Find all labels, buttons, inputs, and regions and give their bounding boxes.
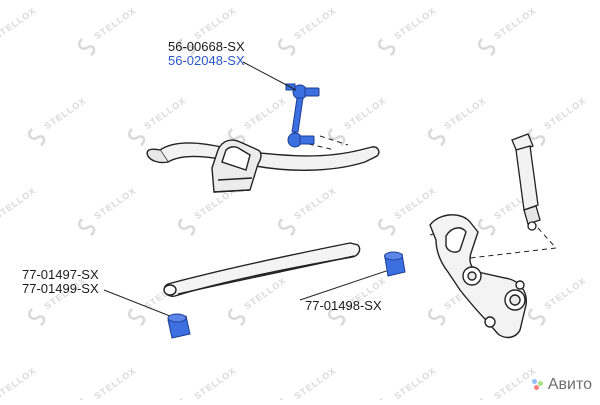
watermark-stamp: STELLOX <box>428 95 488 147</box>
watermark-layer: STELLOX STELLOX STELLOX STELLOX STELLOX STELL… <box>0 5 588 405</box>
bushing-front <box>167 313 191 339</box>
watermark-stamp: STELLOX <box>228 275 288 327</box>
watermark-stamp: STELLOX <box>528 95 588 147</box>
watermark-stamp: STELLOX <box>178 365 238 405</box>
svg-text:STELLOX: STELLOX <box>243 275 288 311</box>
svg-text:STELLOX: STELLOX <box>43 95 88 131</box>
svg-text:STELLOX: STELLOX <box>0 365 38 400</box>
svg-text:STELLOX: STELLOX <box>93 5 138 41</box>
watermark-stamp: STELLOX <box>328 95 388 147</box>
svg-text:STELLOX: STELLOX <box>393 185 438 221</box>
watermark-stamp: STELLOX <box>528 275 588 327</box>
watermark-stamp: STELLOX <box>228 95 288 147</box>
stabilizer-bar <box>146 139 380 193</box>
stabilizer-hidden-line <box>299 135 349 151</box>
svg-text:STELLOX: STELLOX <box>143 95 188 131</box>
brand-logo-icon <box>531 379 544 391</box>
watermark-stamp: STELLOX <box>478 5 538 57</box>
footer-brand: Авито <box>531 376 592 394</box>
part-number-rear-bushing: 77-01498-SX <box>305 298 382 313</box>
footer-brand-text: Авито <box>547 376 592 393</box>
watermark-stamp: STELLOX <box>0 185 38 221</box>
watermark-stamp: STELLOX <box>128 95 188 147</box>
svg-text:STELLOX: STELLOX <box>543 95 588 131</box>
shock-absorber <box>511 133 541 231</box>
svg-text:STELLOX: STELLOX <box>493 5 538 41</box>
svg-text:STELLOX: STELLOX <box>193 5 238 41</box>
svg-text:STELLOX: STELLOX <box>243 95 288 131</box>
watermark-stamp: STELLOX <box>78 185 138 237</box>
svg-text:STELLOX: STELLOX <box>293 185 338 221</box>
svg-text:STELLOX: STELLOX <box>393 365 438 400</box>
svg-text:STELLOX: STELLOX <box>93 365 138 400</box>
watermark-stamp: STELLOX <box>28 95 88 147</box>
watermark-stamp: STELLOX <box>0 5 38 41</box>
svg-text:STELLOX: STELLOX <box>93 185 138 221</box>
svg-text:STELLOX: STELLOX <box>443 95 488 131</box>
leader-lines <box>103 61 396 319</box>
spring-hanger-bracket <box>429 214 527 339</box>
part-number-stabilizer-link: 56-00668-SX <box>168 39 245 54</box>
watermark-stamp: STELLOX <box>78 365 138 405</box>
leaf-spring <box>163 242 361 297</box>
svg-text:STELLOX: STELLOX <box>343 95 388 131</box>
watermark-stamp: STELLOX <box>278 365 338 405</box>
part-number-stabilizer-link-alt: 56-02048-SX <box>168 53 245 68</box>
part-number-front-bushing-b: 77-01499-SX <box>22 281 99 296</box>
watermark-stamp: STELLOX <box>78 5 138 57</box>
watermark-stamp: STELLOX <box>278 185 338 237</box>
watermark-stamp: STELLOX <box>0 365 38 401</box>
svg-text:STELLOX: STELLOX <box>193 365 238 400</box>
svg-text:STELLOX: STELLOX <box>543 275 588 311</box>
watermark-stamp: STELLOX <box>278 5 338 57</box>
stabilizer-link <box>285 83 320 148</box>
svg-text:STELLOX: STELLOX <box>293 5 338 41</box>
watermark-stamp: STELLOX <box>178 185 238 237</box>
bushing-rear <box>384 251 406 277</box>
watermark-stamp: STELLOX <box>378 365 438 405</box>
svg-text:STELLOX: STELLOX <box>393 5 438 41</box>
svg-text:STELLOX: STELLOX <box>0 5 38 41</box>
svg-text:STELLOX: STELLOX <box>0 185 38 221</box>
watermark-stamp: STELLOX <box>378 5 438 57</box>
svg-text:STELLOX: STELLOX <box>293 365 338 400</box>
part-number-front-bushing-a: 77-01497-SX <box>22 267 99 282</box>
